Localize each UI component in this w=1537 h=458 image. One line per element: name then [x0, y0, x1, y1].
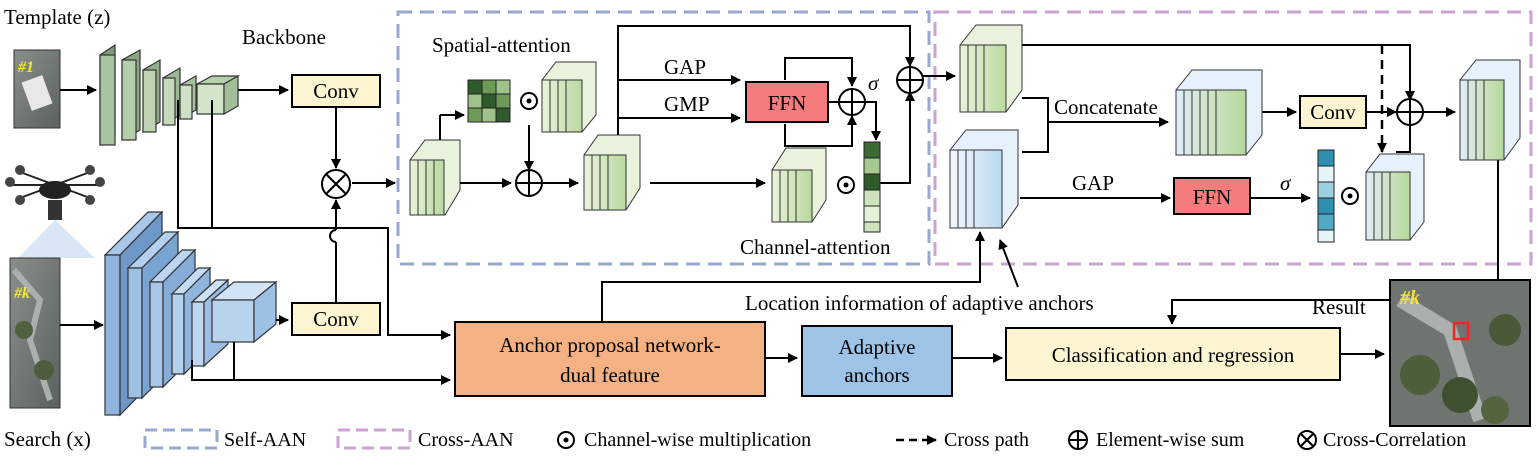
ffn-cross-box: [1173, 177, 1251, 215]
legend-self-aan-swatch: [143, 428, 219, 450]
conv-search-label: Conv: [313, 307, 359, 331]
legend-elem-sum-label: Element-wise sum: [1096, 429, 1245, 451]
self-channel-paths: [617, 25, 915, 188]
cross-feature-output: [1459, 59, 1521, 161]
element-sum-op-ffn: [838, 88, 866, 116]
conv-template-label: Conv: [313, 79, 359, 103]
apn-label-line1: Anchor proposal network-: [499, 333, 721, 357]
adaptive-label-line2: anchors: [844, 363, 909, 387]
conv-cross-label: Conv: [1310, 100, 1356, 124]
legend-cross-corr-icon: [1297, 430, 1317, 450]
self-feature-input: [409, 139, 461, 216]
legend-channel-mult-icon: [557, 431, 575, 449]
channel-attention-vector-self: [863, 141, 881, 233]
backbone-search: [103, 210, 278, 417]
gap-self-label: GAP: [664, 55, 706, 79]
backbone-connectors: [177, 85, 451, 385]
cross-feature-concat: [1175, 69, 1263, 156]
result-image: #k: [1389, 279, 1531, 427]
legend-cross-corr-label: Cross-Correlation: [1323, 429, 1466, 451]
backbone-label: Backbone: [242, 25, 326, 49]
legend-elem-sum-icon: [1068, 430, 1088, 450]
self-feature-mid: [583, 134, 641, 211]
cls-reg-box: [1005, 327, 1341, 381]
cross-feature-template: [959, 24, 1023, 113]
search-frame-tag: #k: [13, 285, 30, 302]
sigma-self-label: σ: [868, 71, 880, 95]
self-feature-channel: [771, 147, 827, 223]
ffn-self-box: [745, 81, 829, 123]
backbone-template: [99, 43, 241, 147]
element-sum-op-cross: [1396, 98, 1424, 126]
search-label: Search (x): [4, 427, 91, 451]
spatial-attention-map: [467, 79, 511, 123]
cls-reg-label: Classification and regression: [1052, 343, 1295, 367]
gap-cross-label: GAP: [1072, 171, 1114, 195]
adaptive-label-line1: Adaptive: [839, 335, 916, 359]
result-label: Result: [1312, 295, 1366, 319]
self-feature-spatial-out: [541, 61, 597, 133]
result-frame-tag: #k: [1399, 287, 1420, 309]
search-image: #k: [9, 257, 61, 409]
legend-cross-aan-swatch: [336, 428, 412, 450]
sigma-cross-label: σ: [1280, 171, 1292, 195]
location-info-label: Location information of adaptive anchors: [745, 291, 1094, 315]
cross-paths: [601, 44, 1499, 325]
self-aan-region: [396, 10, 931, 266]
gmp-self-label: GMP: [664, 92, 710, 116]
concatenate-label: Concatenate: [1054, 95, 1158, 119]
element-sum-op-self: [515, 169, 543, 197]
legend-self-aan-label: Self-AAN: [224, 429, 306, 451]
channel-mult-op-cross: [1341, 187, 1359, 205]
legend: Self-AAN Cross-AAN Channel-wise multipli…: [143, 428, 1466, 451]
cross-feature-search: [949, 129, 1019, 229]
template-image: #1: [13, 49, 61, 129]
channel-attention-vector-cross: [1317, 149, 1335, 243]
channel-mult-op-self: [837, 176, 855, 194]
legend-cross-path-label: Cross path: [944, 429, 1029, 451]
conv-cross-box: [1299, 95, 1367, 129]
cross-correlation-op: [321, 169, 351, 199]
ffn-self-label: FFN: [768, 91, 807, 115]
template-label: Template (z): [4, 5, 110, 29]
apn-label-line2: dual feature: [560, 363, 660, 387]
spatial-attention-label: Spatial-attention: [432, 33, 571, 57]
legend-channel-mult-label: Channel-wise multiplication: [584, 429, 811, 451]
cross-feature-weighted: [1365, 153, 1425, 241]
element-sum-op-self-out: [896, 66, 924, 94]
drone-icon: [5, 165, 105, 258]
template-frame-tag: #1: [17, 59, 34, 76]
channel-mult-op-spatial: [520, 92, 538, 110]
conv-template-box: [291, 74, 381, 108]
channel-attention-label: Channel-attention: [740, 235, 891, 259]
adaptive-anchors-box: [801, 325, 953, 397]
cross-aan-region: [933, 10, 1533, 266]
legend-cross-aan-label: Cross-AAN: [418, 429, 514, 451]
ffn-cross-label: FFN: [1193, 185, 1232, 209]
